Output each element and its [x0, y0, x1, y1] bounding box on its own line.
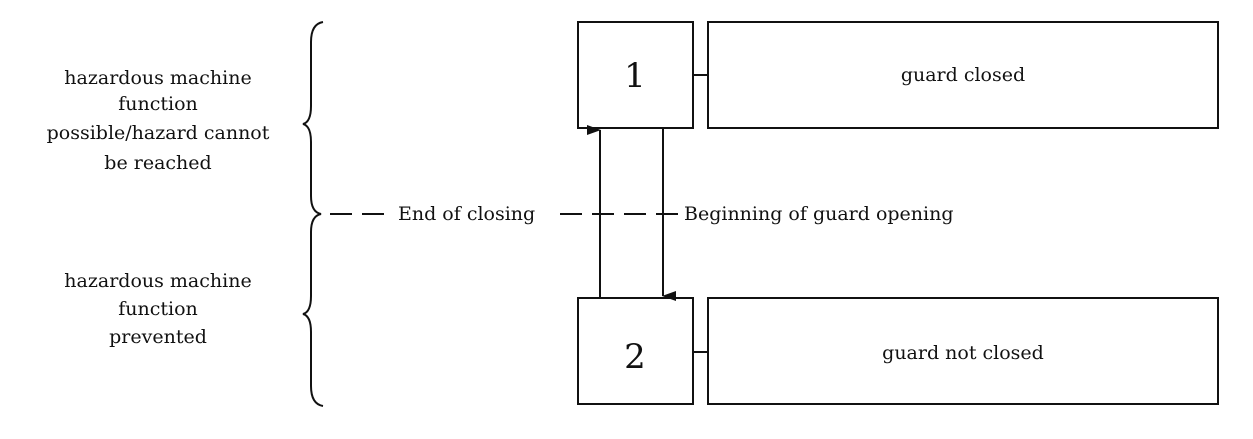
- end-of-closing-label: End of closing: [398, 203, 535, 225]
- upper-side-line: possible/hazard cannot: [47, 122, 270, 144]
- state-label-box-1: [707, 21, 1219, 129]
- upper-side-line: be reached: [104, 152, 211, 174]
- state-label-1: guard closed: [901, 64, 1025, 86]
- state-number-1: 1: [624, 56, 646, 96]
- state-number-2: 2: [624, 337, 646, 377]
- curly-brace: [302, 21, 324, 407]
- lower-side-line: function: [118, 298, 198, 320]
- lower-side-line: hazardous machine: [64, 270, 251, 292]
- state-label-2: guard not closed: [882, 342, 1044, 364]
- state-label-box-2: [707, 297, 1219, 405]
- lower-side-label: hazardous machine function prevented: [64, 270, 251, 348]
- upper-side-label: hazardous machine function possible/haza…: [47, 67, 270, 174]
- upper-side-line: hazardous machine: [64, 67, 251, 89]
- lower-side-line: prevented: [109, 326, 207, 348]
- upper-side-line: function: [118, 93, 198, 115]
- beginning-of-opening-label: Beginning of guard opening: [684, 203, 954, 225]
